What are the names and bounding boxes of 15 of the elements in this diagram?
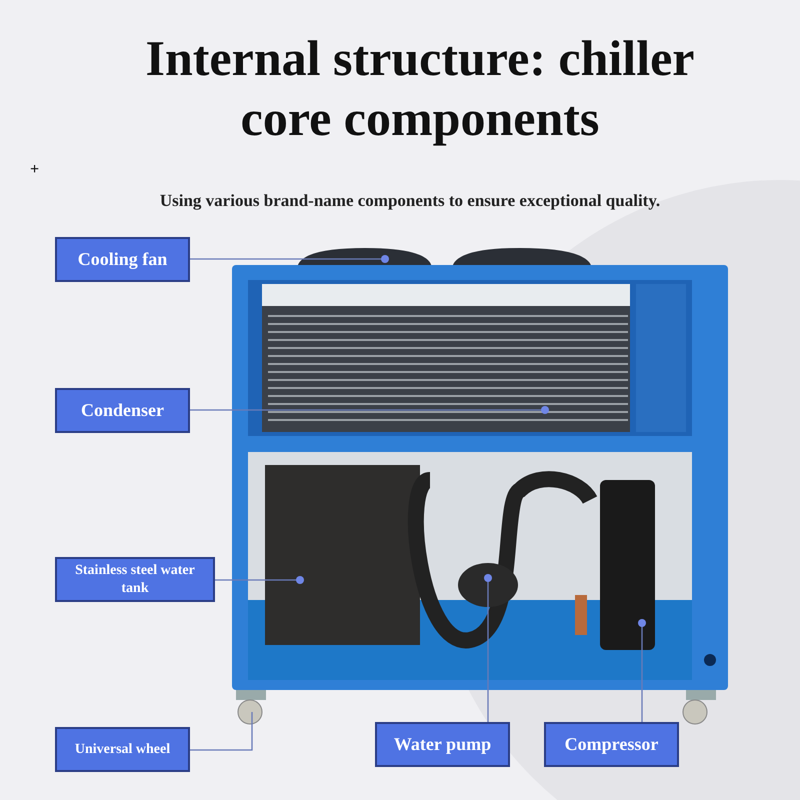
- label-box: Stainless steel water tank: [55, 557, 215, 602]
- label-box: Compressor: [544, 722, 679, 767]
- label-box: Universal wheel: [55, 727, 190, 772]
- leader-line: [190, 406, 549, 414]
- leader-line: [484, 574, 492, 722]
- leader-line: [190, 712, 253, 751]
- plus-mark: +: [30, 160, 40, 180]
- subtitle: Using various brand-name components to ensure exceptional quality.: [158, 190, 662, 212]
- leader-line: [215, 576, 304, 584]
- leader-line: [190, 255, 389, 263]
- label-box: Water pump: [375, 722, 510, 767]
- leader-line: [638, 619, 646, 722]
- title: Internal structure: chiller core components: [144, 29, 696, 148]
- label-box: Cooling fan: [55, 237, 190, 282]
- label-box: Condenser: [55, 388, 190, 433]
